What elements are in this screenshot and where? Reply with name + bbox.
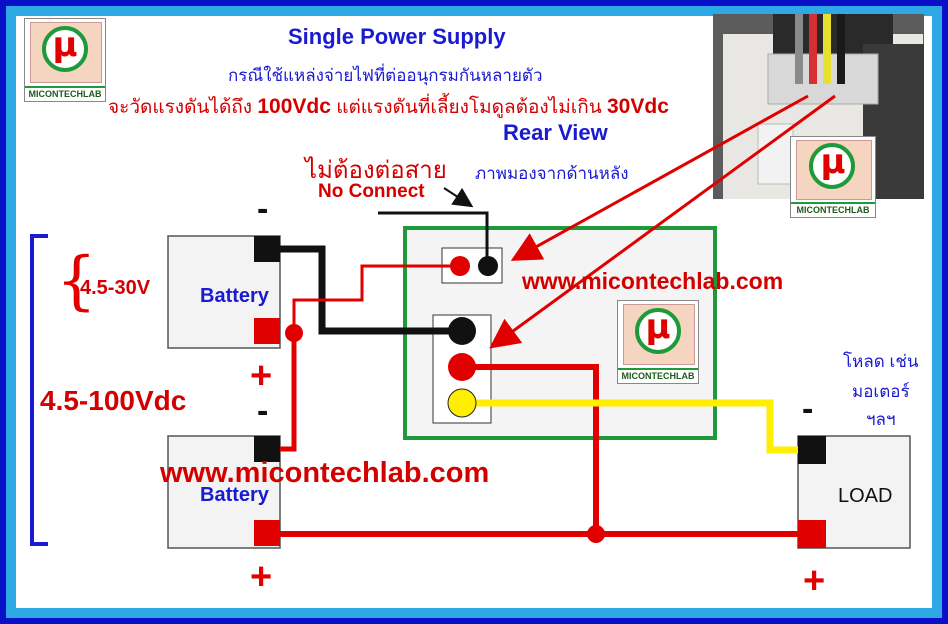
total-voltage-range: 4.5-100Vdc [40,385,187,416]
junction-top [285,324,303,342]
curly-brace: { [56,244,97,318]
battery-top-negative-terminal [254,236,280,262]
wire-red-measure [462,364,599,534]
module-rear-photo [713,14,924,199]
wire-red-series [280,333,297,452]
pin-voltage [448,353,476,381]
battery-bottom-negative-terminal [254,436,280,462]
pin-nc [478,256,498,276]
rear-view-label: Rear View [503,120,608,145]
subtitle-thai-2: จะวัดแรงดันได้ถึง 100Vdc แต่แรงดันที่เลี… [108,95,669,118]
load-thai-1: โหลด เช่น [843,352,919,371]
diagram-title: Single Power Supply [288,24,506,49]
battery-bottom-minus-sign: - [257,392,269,430]
pin-gnd [448,317,476,345]
load-thai-3: ฯลฯ [866,410,896,429]
junction-bottom [587,525,605,543]
battery-top-positive-terminal [254,318,280,344]
battery-bottom-positive-terminal [254,520,280,546]
pin-vcc [450,256,470,276]
battery-top-label: Battery [200,285,269,307]
micontechlab-logo-module: μ MICONTECHLAB [617,300,699,384]
load-negative-terminal [798,436,826,464]
wire-yellow-load [462,399,798,454]
battery-top-minus-sign: - [257,190,269,228]
no-connect-label: No Connect [318,181,425,202]
pin-load [447,388,477,418]
battery-bottom-label: Battery [200,484,269,506]
subtitle-thai-1: กรณีใช้แหล่งจ่ายไฟที่ต่ออนุกรมกันหลายตัว [228,66,543,85]
website-label-module: www.micontechlab.com [522,268,784,294]
load-label: LOAD [838,485,893,507]
micontechlab-logo-photo: μ MICONTECHLAB [790,136,876,218]
no-connect-thai-label: ไม่ต้องต่อสาย [305,157,447,184]
arrow-to-supply-pins [510,94,809,261]
battery-voltage-range: 4.5-30V [80,277,151,299]
wire-black-negative [280,245,462,335]
load-positive-terminal [798,520,826,548]
voltage-bracket [30,234,48,546]
micontechlab-logo-top-left: μ MICONTECHLAB [24,18,106,102]
battery-top-plus-sign: + [250,355,273,397]
wire-no-connect-pointer [378,211,489,266]
load-minus-sign: - [802,390,814,428]
rear-view-thai-label: ภาพมองจากด้านหลัง [475,164,629,183]
load-plus-sign: + [803,560,826,602]
arrow-no-connect [443,187,474,208]
battery-bottom-plus-sign: + [250,556,273,598]
photo-drawing [713,14,924,199]
website-label-large: www.micontechlab.com [160,457,490,489]
arrow-to-measure-pins [489,94,836,349]
load-thai-2: มอเตอร์ [852,382,910,401]
wire-red-module-supply [292,264,460,333]
